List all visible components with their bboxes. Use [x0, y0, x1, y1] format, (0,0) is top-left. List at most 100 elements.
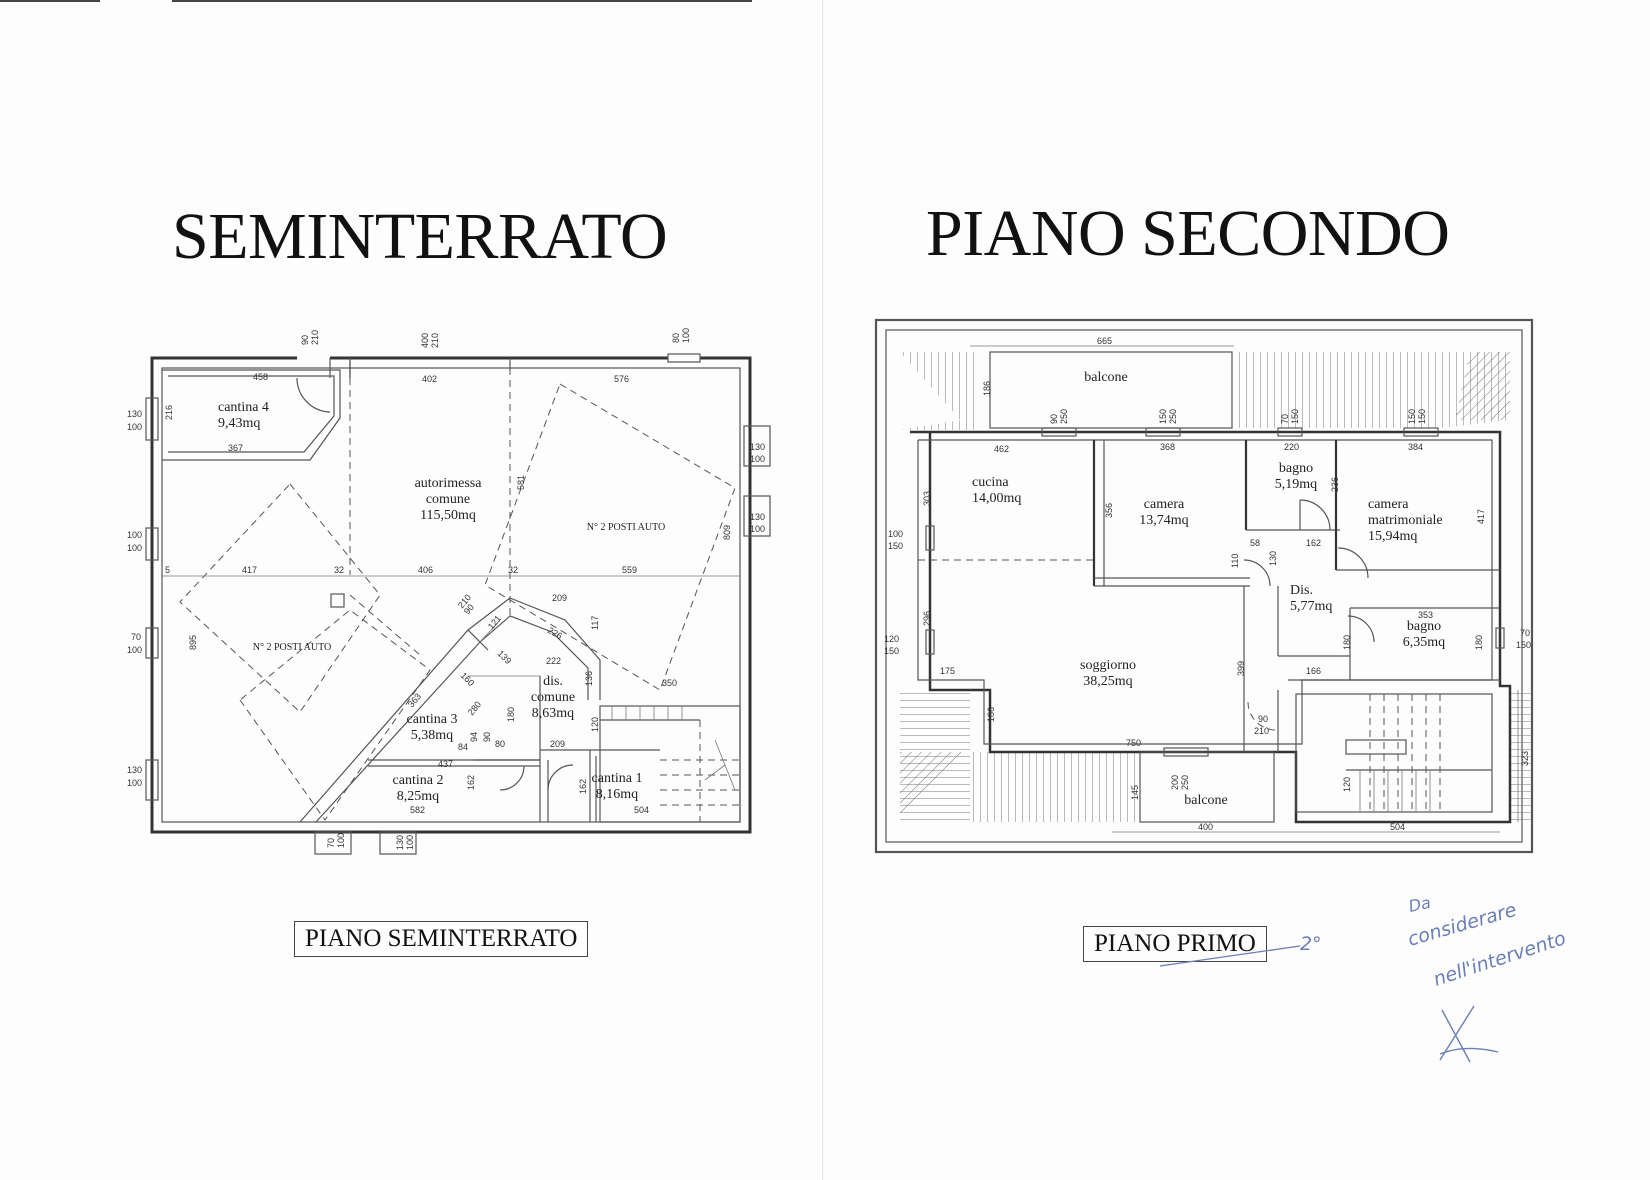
dimension-label: 130: [1268, 551, 1278, 566]
dimension-label: 581: [516, 475, 526, 490]
dimension-label: 90: [300, 335, 310, 345]
dimension-label: 150: [1158, 409, 1168, 424]
dimension-label: 384: [1408, 442, 1423, 452]
dimension-label: 32: [334, 565, 344, 575]
bagno-1-label: bagno: [1279, 461, 1313, 476]
left-plan-title: SEMINTERRATO: [172, 200, 668, 273]
dimension-label: 100: [888, 529, 903, 539]
inner-wall-line: [161, 367, 741, 823]
dimension-label: 70: [1520, 628, 1530, 638]
window-markers: [145, 397, 771, 855]
dimension-label: 150: [1290, 409, 1300, 424]
dimension-label: 210: [1254, 726, 1269, 736]
left-plan-caption: PIANO SEMINTERRATO: [294, 921, 589, 957]
dimension-label: 250: [1059, 409, 1069, 424]
dimension-label: 90: [482, 732, 492, 742]
signature-mark: [1439, 1005, 1499, 1063]
cantina-1-area: 8,16mq: [596, 787, 638, 802]
dimension-label: 367: [228, 443, 243, 453]
matrimoniale-area: 15,94mq: [1368, 529, 1417, 544]
dimension-label: 186: [986, 707, 996, 722]
matrimoniale-label-2: matrimoniale: [1368, 513, 1443, 528]
dimension-label: 100: [127, 778, 142, 788]
dimension-label: 5: [165, 565, 170, 575]
dimension-label: 84: [458, 742, 468, 752]
cantina-1-label: cantina 1: [592, 771, 643, 786]
dimension-label: 406: [418, 565, 433, 575]
dimension-label: 90: [462, 602, 476, 616]
dimension-label: 130: [750, 442, 765, 452]
dimension-label: 209: [550, 739, 565, 749]
dimension-label: 400: [420, 333, 430, 348]
dimension-label: 417: [242, 565, 257, 575]
wedge-wall: [299, 597, 601, 823]
dimension-label: 162: [1306, 538, 1321, 548]
dimension-label: 150: [884, 646, 899, 656]
dimension-label: 121: [486, 613, 503, 631]
dimension-label: 303: [922, 491, 932, 506]
column: [330, 593, 345, 608]
svg-text:cantina 35,38mq: cantina 35,38mq: [407, 712, 458, 743]
dimension-label: 110: [1230, 554, 1240, 568]
dimension-label: 120: [590, 717, 600, 732]
dimension-label: 100: [750, 454, 765, 464]
camera-label: camera: [1144, 497, 1185, 512]
cantina-4-area: 9,43mq: [218, 416, 260, 431]
cantina-4-walls: [162, 369, 341, 461]
dimension-label: 80: [495, 739, 505, 749]
cantina-3-area: 5,38mq: [411, 728, 453, 743]
dimension-label: 145: [1130, 785, 1140, 800]
handwritten-notes: 2° Da considerare nell'intervento: [1159, 893, 1569, 1063]
dimension-label: 250: [1180, 775, 1190, 790]
dimension-label: 94: [469, 732, 479, 742]
bagno-1-area: 5,19mq: [1275, 477, 1317, 492]
dimension-label: 216: [164, 405, 174, 420]
dimension-label: 353: [1418, 610, 1433, 620]
right-plan-caption: PIANO PRIMO: [1083, 926, 1267, 962]
dimension-label: 90: [1049, 414, 1059, 424]
strike-through: [1159, 945, 1301, 967]
outer-wall: [150, 356, 752, 834]
soggiorno-label: soggiorno: [1080, 658, 1136, 673]
dimension-label: 58: [1250, 538, 1260, 548]
dimension-label: 130: [395, 835, 405, 850]
roof-hatching: [900, 352, 1532, 822]
dimension-label: 130: [127, 765, 142, 775]
camera-area: 13,74mq: [1139, 513, 1188, 528]
dimension-label: 100: [405, 835, 415, 850]
dimension-label: 504: [634, 805, 649, 815]
dimension-label: 209: [552, 593, 567, 603]
dimension-label: 150: [1407, 409, 1417, 424]
dimension-label: 895: [188, 635, 198, 650]
staircase: [1295, 693, 1493, 813]
dimension-label: 120: [884, 634, 899, 644]
dimension-label: 437: [438, 759, 453, 769]
dimension-label: 576: [614, 374, 629, 384]
bagno-2-area: 6,35mq: [1403, 635, 1445, 650]
handwriting-line-1: Da: [1407, 893, 1433, 916]
dimension-label: 417: [1476, 509, 1486, 524]
piano-secondo-dimensions: 665 186 462 368 220 384 303 356 236 417 …: [884, 336, 1531, 832]
dimension-label: 665: [1097, 336, 1112, 346]
dimension-label: 323: [1520, 751, 1530, 766]
parking-left-label: N° 2 POSTI AUTO: [253, 642, 332, 653]
dimension-label: 236: [1330, 477, 1340, 492]
dis-comune-area: 8,63mq: [532, 706, 574, 721]
parking-left-outline-top: [179, 483, 381, 713]
dimension-label: 162: [578, 779, 588, 794]
dimension-label: 210: [430, 333, 440, 348]
dimension-label: 100: [681, 328, 691, 343]
dimension-label: 80: [671, 333, 681, 343]
matrimoniale-label: camera: [1368, 497, 1409, 512]
dimension-label: 70: [131, 632, 141, 642]
dis-label: Dis.: [1290, 583, 1313, 598]
cantina-3-label: cantina 3: [407, 712, 458, 727]
dimension-label: 180: [1342, 635, 1352, 650]
dimension-label: 458: [253, 372, 268, 382]
